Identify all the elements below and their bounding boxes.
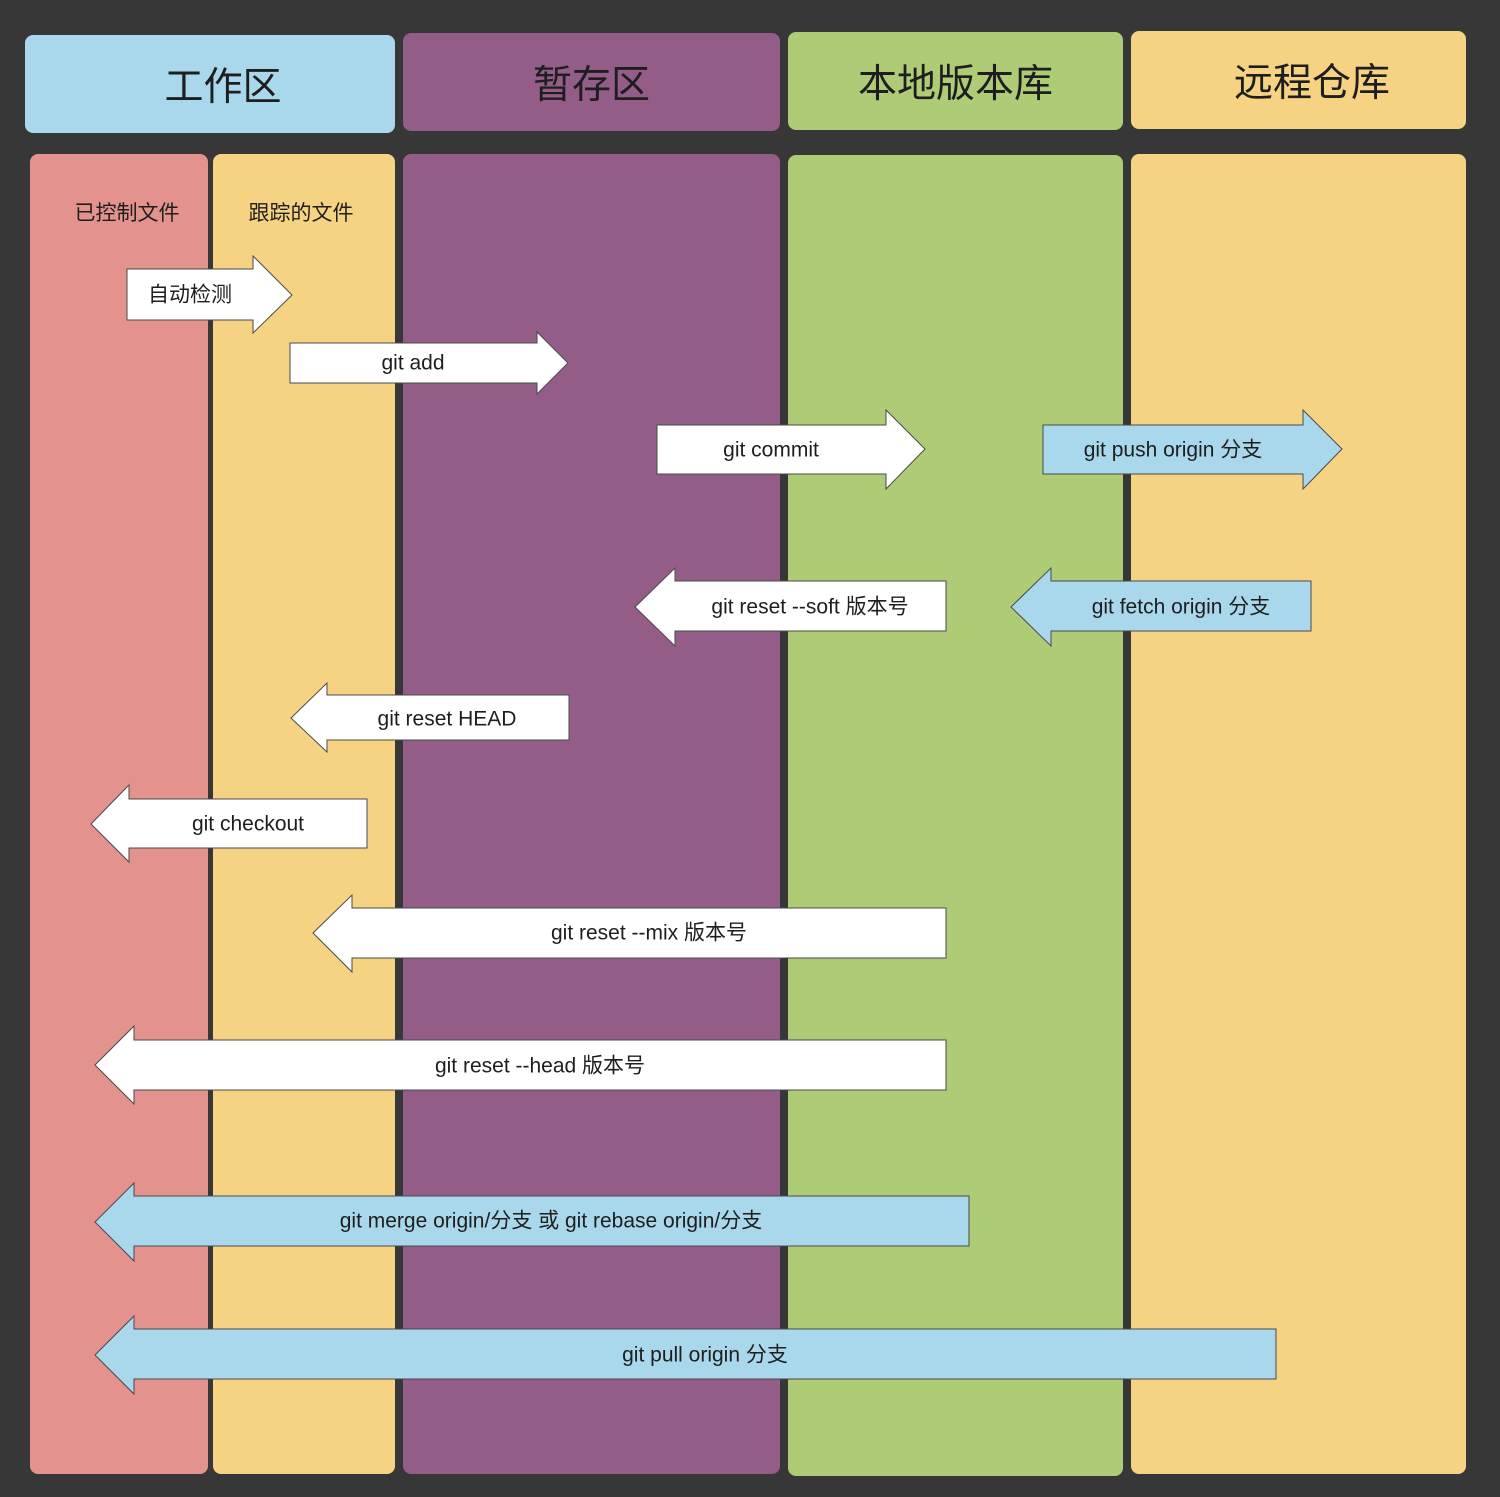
arrow-label: git push origin 分支 (1084, 439, 1263, 462)
arrow-git-add: git add (289, 330, 569, 396)
left-arrow-shape (1010, 566, 1312, 648)
arrow-git-commit: git commit (656, 408, 926, 491)
arrow-git-reset-head-version: git reset --head 版本号 (94, 1024, 947, 1106)
left-arrow-shape (634, 566, 947, 648)
arrow-git-merge-or-rebase: git merge origin/分支 或 git rebase origin/… (94, 1181, 970, 1263)
arrow-git-reset-head: git reset HEAD (290, 681, 570, 754)
arrow-git-reset-soft: git reset --soft 版本号 (634, 566, 947, 648)
arrow-label: git commit (723, 439, 819, 462)
column-remote-repo (1131, 154, 1466, 1474)
header-local-repo: 本地版本库 (788, 32, 1123, 130)
arrow-auto-detect: 自动检测 (126, 254, 293, 335)
left-arrow-shape (94, 1181, 970, 1263)
arrow-label: git add (381, 352, 444, 375)
right-arrow-shape (289, 330, 569, 396)
arrow-label: git checkout (192, 813, 304, 836)
header-remote-repo: 远程仓库 (1131, 31, 1466, 129)
arrow-label: git reset --head 版本号 (435, 1055, 645, 1078)
arrow-git-pull: git pull origin 分支 (94, 1314, 1277, 1396)
arrow-label: git reset --mix 版本号 (551, 922, 747, 945)
left-arrow-shape (312, 893, 947, 974)
left-arrow-shape (94, 1024, 947, 1106)
header-staging: 暂存区 (403, 33, 780, 131)
header-workspace: 工作区 (25, 35, 395, 133)
arrow-label: git merge origin/分支 或 git rebase origin/… (340, 1210, 763, 1233)
tracked-files-label: 跟踪的文件 (248, 202, 354, 225)
arrow-label: git pull origin 分支 (622, 1344, 788, 1367)
arrow-label: git fetch origin 分支 (1092, 596, 1271, 619)
left-arrow-shape (94, 1314, 1277, 1396)
left-arrow-shape (290, 681, 570, 754)
controlled-files-label: 已控制文件 (74, 202, 180, 225)
arrow-git-fetch: git fetch origin 分支 (1010, 566, 1312, 648)
arrow-git-push: git push origin 分支 (1042, 408, 1343, 491)
arrow-git-reset-mix: git reset --mix 版本号 (312, 893, 947, 974)
column-local-repo (788, 155, 1123, 1476)
arrow-label: 自动检测 (148, 284, 232, 307)
arrow-label: git reset HEAD (378, 708, 517, 731)
right-arrow-shape (126, 254, 293, 335)
right-arrow-shape (1042, 408, 1343, 491)
left-arrow-shape (90, 783, 368, 864)
right-arrow-shape (656, 408, 926, 491)
arrow-label: git reset --soft 版本号 (711, 596, 908, 619)
arrow-git-checkout: git checkout (90, 783, 368, 864)
